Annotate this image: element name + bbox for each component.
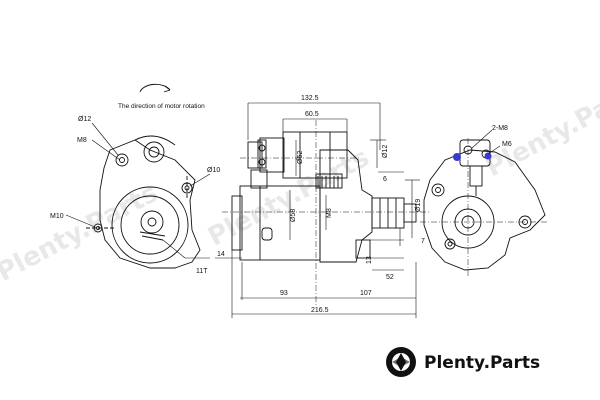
label-dia-12: Ø12 (78, 116, 91, 123)
label-2-m8: 2-M8 (492, 125, 508, 132)
terminal-bolt-icon (453, 153, 461, 161)
dim-216-5: 216.5 (311, 307, 329, 314)
watermark-text-1: Plenty.Parts (0, 178, 163, 288)
dim-6: 6 (383, 176, 387, 183)
label-m6: M6 (502, 141, 512, 148)
side-view (231, 131, 417, 263)
dim-14: 14 (217, 251, 225, 258)
dim-107: 107 (360, 290, 372, 297)
dim-m8: M8 (326, 208, 333, 218)
left-end-view (86, 135, 201, 269)
dim-dia-12: Ø12 (382, 145, 389, 158)
label-m10: M10 (50, 213, 64, 220)
rotation-arrow-icon (139, 83, 171, 93)
label-dia-10: Ø10 (207, 167, 220, 174)
dim-60-5: 60.5 (305, 111, 319, 118)
plenty-parts-logo: Plenty.Parts (386, 347, 540, 377)
terminal-nut-icon (484, 152, 492, 160)
watermark-text-2: Plenty.Parts (203, 143, 374, 253)
logo-text: Plenty.Parts (424, 353, 540, 373)
dim-7: 7 (421, 238, 425, 245)
dim-13: 13 (366, 256, 373, 264)
rotation-caption: The direction of motor rotation (118, 103, 205, 110)
label-11t: 11T (196, 268, 208, 275)
dim-dia-58: Ø58 (290, 209, 297, 222)
dim-52: 52 (386, 274, 394, 281)
dim-dia-19: Ø19 (415, 199, 422, 212)
watermark: Plenty.Parts Plenty.Parts Plenty.Parts (0, 73, 600, 288)
dim-93: 93 (280, 290, 288, 297)
label-m8: M8 (77, 137, 87, 144)
dim-dia-52: Ø52 (297, 151, 304, 164)
dim-132-5: 132.5 (301, 95, 319, 102)
